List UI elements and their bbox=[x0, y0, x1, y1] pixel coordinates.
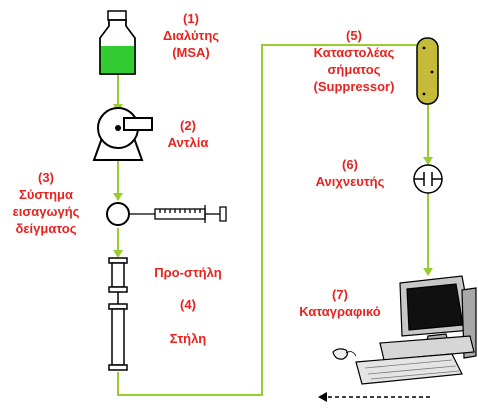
precolumn-name: Προ-στήλη bbox=[154, 265, 222, 280]
precolumn-icon bbox=[108, 257, 128, 304]
precolumn-label: Προ-στήλη bbox=[138, 264, 238, 281]
solvent-name: Διαλύτης bbox=[162, 28, 220, 43]
detector-name: Ανιχνευτής bbox=[315, 174, 385, 189]
suppressor-label: (5) Καταστολέας σήματος (Suppressor) bbox=[294, 27, 414, 95]
solvent-label: (1) Διαλύτης (MSA) bbox=[148, 10, 234, 61]
pump-name: Αντλία bbox=[167, 135, 209, 150]
injector-step-number: (3) bbox=[38, 170, 54, 185]
injector-line2: εισαγωγής bbox=[12, 204, 80, 219]
detector-icon bbox=[413, 164, 443, 194]
solvent-formula: (MSA) bbox=[172, 45, 210, 60]
suppressor-icon bbox=[416, 37, 439, 105]
output-arrow bbox=[318, 392, 430, 402]
recorder-label: (7) Καταγραφικό bbox=[284, 286, 396, 320]
column-step-number: (4) bbox=[180, 297, 196, 312]
solvent-bottle-icon bbox=[99, 10, 136, 75]
injector-line3: δείγματος bbox=[15, 221, 77, 236]
pump-icon bbox=[92, 107, 153, 161]
injector-label: (3) Σύστημα εισαγωγής δείγματος bbox=[0, 169, 92, 237]
syringe-icon bbox=[154, 205, 227, 223]
recorder-step-number: (7) bbox=[332, 287, 348, 302]
computer-icon bbox=[332, 275, 477, 385]
detector-label: (6) Ανιχνευτής bbox=[298, 156, 402, 190]
pump-step-number: (2) bbox=[180, 118, 196, 133]
column-name-label: Στήλη bbox=[158, 330, 218, 347]
detector-step-number: (6) bbox=[342, 157, 358, 172]
suppressor-line1: Καταστολέας bbox=[313, 45, 395, 60]
suppressor-step-number: (5) bbox=[346, 28, 362, 43]
injector-line1: Σύστημα bbox=[19, 187, 73, 202]
pump-label: (2) Αντλία bbox=[158, 117, 218, 151]
suppressor-line2: σήματος bbox=[327, 62, 381, 77]
injection-loop-icon bbox=[106, 202, 155, 226]
solvent-step-number: (1) bbox=[183, 11, 199, 26]
suppressor-line3: (Suppressor) bbox=[313, 79, 395, 94]
column-icon bbox=[108, 303, 128, 371]
recorder-name: Καταγραφικό bbox=[299, 304, 381, 319]
column-label: (4) bbox=[158, 296, 218, 313]
column-name: Στήλη bbox=[169, 331, 207, 346]
